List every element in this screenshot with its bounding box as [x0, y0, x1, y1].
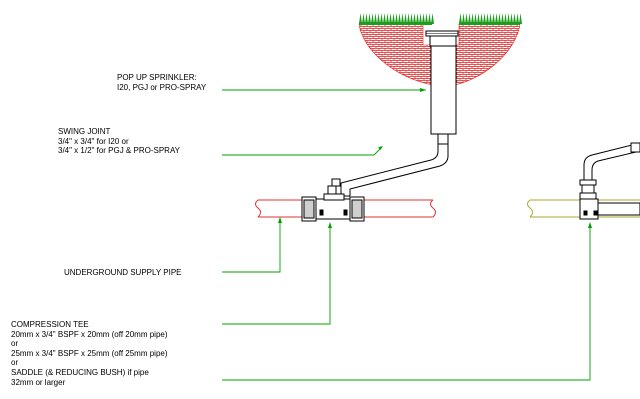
label-tee-line4: 25mm x 3/4" BSPF x 25mm (off 25mm pipe)	[11, 348, 168, 358]
leader-arrowheads	[278, 88, 592, 228]
label-tee-line2: 20mm x 3/4" BSPF x 20mm (off 20mm pipe)	[11, 329, 168, 339]
grass-base	[359, 22, 432, 25]
label-swing-joint-line3: 3/4" x 1/2" for PGJ & PRO-SPRAY	[58, 146, 181, 156]
leader-saddle	[222, 224, 591, 381]
label-sprinkler-line2: I20, PGJ or PRO-SPRAY	[117, 82, 207, 92]
label-tee-line7: 32mm or larger	[11, 377, 66, 387]
soil-mound	[358, 23, 521, 86]
label-compression-tee: COMPRESSION TEE 20mm x 3/4" BSPF x 20mm …	[11, 320, 168, 387]
grass-base	[459, 22, 520, 25]
label-swing-joint: SWING JOINT 3/4" x 3/4" for I20 or 3/4" …	[58, 127, 180, 156]
label-pop-up-sprinkler: POP UP SPRINKLER: I20, PGJ or PRO-SPRAY	[117, 73, 206, 92]
leader-compression-tee	[222, 224, 331, 325]
grass-blades	[459, 13, 522, 24]
label-tee-line6: SADDLE (& REDUCING BUSH) if pipe	[11, 367, 149, 377]
label-tee-line3: or	[11, 339, 19, 349]
leader-swing-joint	[222, 148, 381, 156]
grass-blades	[359, 13, 434, 24]
saddle-right	[579, 192, 640, 220]
grass-turf	[359, 13, 522, 25]
leader-lines	[222, 89, 591, 381]
label-tee-line1: COMPRESSION TEE	[11, 320, 89, 329]
swing-joint-left	[327, 144, 449, 197]
label-tee-line5: or	[11, 358, 19, 368]
label-sprinkler-line1: POP UP SPRINKLER:	[117, 73, 197, 82]
label-swing-joint-line2: 3/4" x 3/4" for I20 or	[58, 136, 129, 146]
leader-supply-pipe	[222, 218, 281, 273]
swing-joint-right	[579, 142, 640, 194]
label-swing-joint-line1: SWING JOINT	[58, 127, 111, 136]
pop-up-sprinkler	[425, 30, 459, 145]
label-supply-pipe-text: UNDERGROUND SUPPLY PIPE	[64, 268, 182, 277]
compression-tee-left	[301, 193, 365, 222]
label-underground-supply-pipe: UNDERGROUND SUPPLY PIPE	[64, 268, 182, 278]
